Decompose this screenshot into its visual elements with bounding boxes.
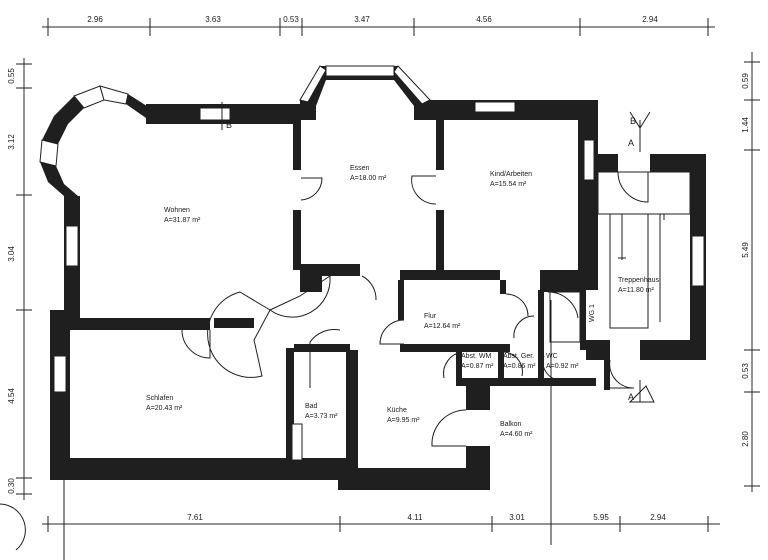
dim-bottom-3: 3.01 [509,513,525,522]
room-name-essen: Essen [350,165,370,172]
wg-label: WG 1 [589,304,596,322]
dim-left-2: 3.12 [7,134,16,150]
dimension-lines [16,18,760,560]
room-name-wohnen: Wohnen [164,207,190,214]
dim-right-3: 5.49 [741,242,750,258]
room-area-kueche: A=9.95 m² [387,417,420,424]
dim-right-4: 0.53 [741,363,750,379]
dim-bottom-1: 7.61 [187,513,203,522]
room-name-flur: Flur [424,313,437,320]
room-name-abst-wm: Abst. WM [461,353,492,360]
room-name-treppenhaus: Treppenhaus [618,277,659,284]
section-mark-b-top: B [226,120,232,130]
room-name-wc: WC [546,353,558,360]
dim-left-3: 3.04 [7,246,16,262]
room-area-balkon: A=4.60 m² [500,431,533,438]
section-mark-a-bottom: A [628,392,634,402]
dim-right-1: 0.59 [741,73,750,89]
dim-top-4: 3.47 [354,15,370,24]
room-area-essen: A=18.00 m² [350,175,387,182]
room-area-treppenhaus: A=11.80 m² [618,287,655,294]
dimension-labels: 2.96 3.63 0.53 3.47 4.56 2.94 7.61 4.11 … [7,15,750,522]
stamp-fragment [0,503,26,551]
room-labels: Wohnen A=31.87 m² Essen A=18.00 m² Kind/… [146,165,659,438]
section-mark-b-right: B [630,116,636,126]
dim-left-1: 0.55 [7,68,16,84]
dim-top-5: 4.56 [476,15,492,24]
dim-right-2: 1.44 [741,117,750,133]
dim-left-5: 0.30 [7,478,16,494]
room-area-abst-ger: A=0.86 m² [503,363,536,370]
room-area-wc: A=0.92 m² [546,363,579,370]
dim-top-1: 2.96 [87,15,103,24]
room-name-schlafen: Schlafen [146,395,173,402]
room-name-kind: Kind/Arbeiten [490,171,532,178]
walls [39,65,706,490]
dim-top-6: 2.94 [642,15,658,24]
room-area-schlafen: A=20.43 m² [146,405,183,412]
dim-top-3: 0.53 [283,15,299,24]
room-name-abst-ger: Abst. Ger. [503,353,534,360]
dim-bottom-4: 5.95 [593,513,609,522]
room-area-abst-wm: A=0.87 m² [461,363,494,370]
dim-right-5: 2.80 [741,431,750,447]
room-area-wohnen: A=31.87 m² [164,217,201,224]
room-area-kind: A=15.54 m² [490,181,527,188]
room-area-flur: A=12.64 m² [424,323,461,330]
doors [181,171,649,447]
room-name-bad: Bad [305,403,318,410]
room-area-bad: A=3.73 m² [305,413,338,420]
dim-bottom-5: 2.94 [650,513,666,522]
room-name-balkon: Balkon [500,421,522,428]
dim-left-4: 4.54 [7,388,16,404]
room-name-kueche: Küche [387,407,407,414]
section-mark-a-top: A [628,138,634,148]
dim-bottom-2: 4.11 [408,513,424,522]
section-marks: B A B A [221,102,665,403]
dim-top-2: 3.63 [205,15,221,24]
